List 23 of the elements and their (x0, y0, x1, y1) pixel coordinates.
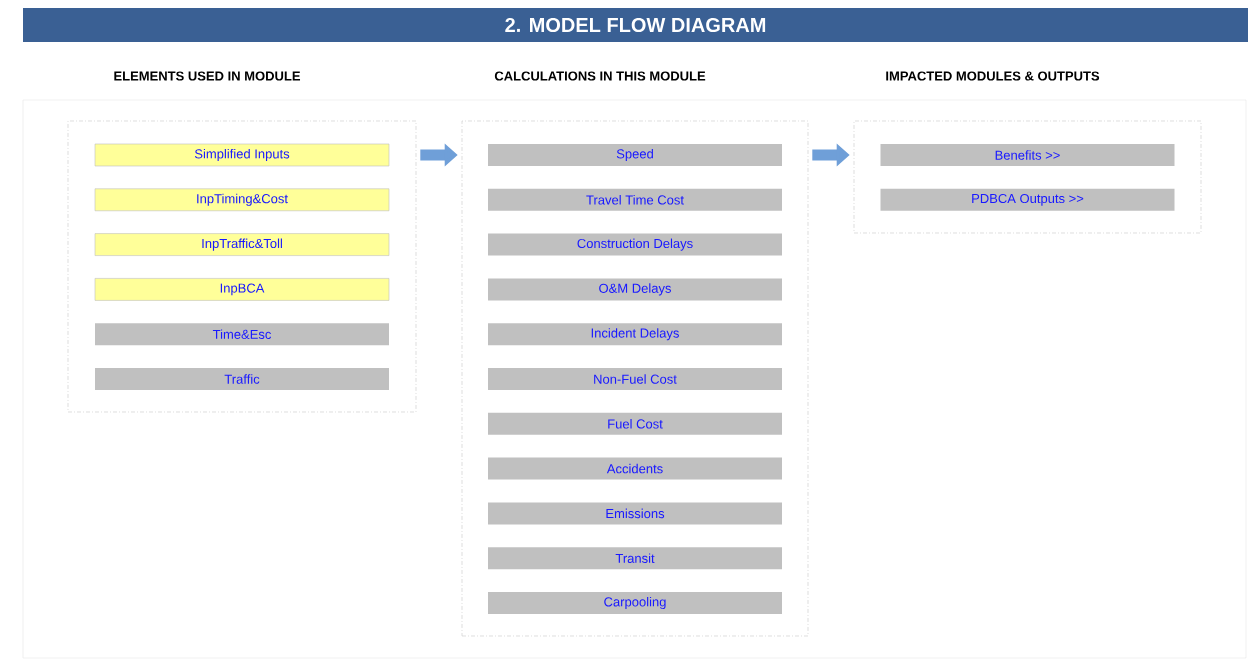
module-box: Fuel Cost (488, 412, 782, 435)
module-box: Non-Fuel Cost (488, 368, 782, 390)
module-box: Traffic (95, 368, 389, 390)
module-box: Time&Esc (95, 323, 389, 346)
module-box: InpTraffic&Toll (94, 233, 390, 256)
column-heading: IMPACTED MODULES & OUTPUTS (886, 71, 1100, 81)
module-box: InpTiming&Cost (94, 188, 390, 212)
module-box: Emissions (488, 502, 782, 525)
module-box: O&M Delays (488, 278, 782, 301)
module-box: Construction Delays (488, 233, 782, 256)
module-box: Travel Time Cost (488, 188, 782, 211)
module-box: Incident Delays (488, 323, 782, 346)
column-heading: ELEMENTS USED IN MODULE (114, 71, 300, 81)
module-box: Transit (488, 547, 782, 570)
title-bar: 2. MODEL FLOW DIAGRAM (23, 8, 1248, 42)
module-box: InpBCA (94, 278, 390, 301)
module-box: Simplified Inputs (94, 143, 390, 167)
column-heading: CALCULATIONS IN THIS MODULE (494, 71, 706, 81)
module-box: Benefits >> (880, 144, 1175, 166)
module-box: Speed (488, 144, 782, 166)
module-box: PDBCA Outputs >> (880, 188, 1175, 211)
module-box: Carpooling (488, 592, 782, 614)
module-box: Accidents (488, 457, 782, 480)
